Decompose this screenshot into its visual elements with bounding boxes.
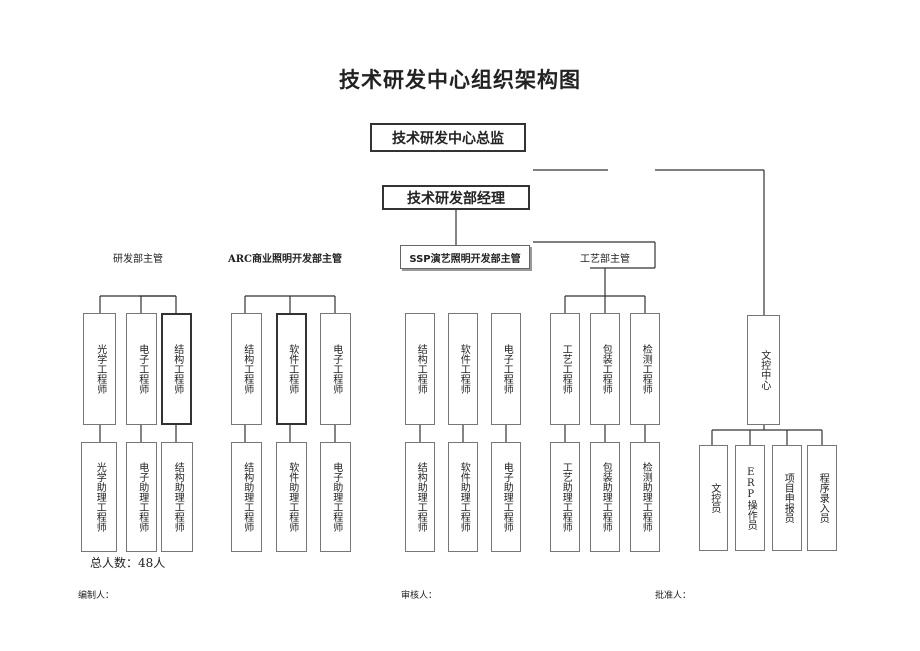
role-label: 电子工程师: [501, 344, 513, 394]
group-label-process: 工艺部主管: [580, 254, 630, 265]
role-label: 结构工程师: [241, 344, 253, 394]
assist-role-label: 结构助理工程师: [241, 462, 253, 532]
role-label: 结构工程师: [171, 344, 183, 394]
assist-role-box: 检测助理工程师: [630, 442, 660, 552]
role-box: 结构工程师: [405, 313, 435, 425]
assist-role-label: 电子助理工程师: [501, 462, 513, 532]
role-box: 电子工程师: [320, 313, 351, 425]
assist-role-label: 检测助理工程师: [640, 462, 652, 532]
role-box: 电子工程师: [491, 313, 521, 425]
role-label: 电子工程师: [330, 344, 342, 394]
assist-role-label: 软件助理工程师: [458, 462, 470, 532]
group-label-arc: ARC商业照明开发部主管: [227, 254, 343, 265]
role-label: 检测工程师: [640, 344, 652, 394]
approved-by-label: 批准人：: [655, 591, 692, 601]
assist-role-box: 光学助理工程师: [81, 442, 117, 552]
doc-staff-label: 项目申报员: [782, 473, 794, 523]
doc-staff-label: ERP操作员: [745, 466, 757, 530]
assist-role-box: 软件助理工程师: [276, 442, 307, 552]
director-box: 技术研发中心总监: [370, 123, 526, 152]
assist-role-label: 软件助理工程师: [286, 462, 298, 532]
role-label: 结构工程师: [415, 344, 427, 394]
doc-staff-box: 程序录入员: [807, 445, 837, 551]
reviewed-by-label: 审核人：: [401, 591, 438, 601]
assist-role-box: 电子助理工程师: [126, 442, 157, 552]
doc-staff-box: 文控员: [699, 445, 728, 551]
assist-role-box: 结构助理工程师: [161, 442, 193, 552]
group-label-ssp: SSP演艺照明开发部主管: [400, 245, 530, 269]
role-box: 检测工程师: [630, 313, 660, 425]
assist-role-label: 结构助理工程师: [415, 462, 427, 532]
doc-staff-box: ERP操作员: [735, 445, 765, 551]
assist-role-box: 软件助理工程师: [448, 442, 478, 552]
manager-box: 技术研发部经理: [382, 185, 530, 210]
doc-staff-label: 文控员: [708, 483, 720, 513]
role-label: 光学工程师: [94, 344, 106, 394]
role-box: 光学工程师: [83, 313, 116, 425]
role-box: 工艺工程师: [550, 313, 580, 425]
doc-center-box: 文控中心: [747, 315, 780, 425]
assist-role-label: 光学助理工程师: [94, 462, 106, 532]
role-label: 软件工程师: [458, 344, 470, 394]
total-headcount: 总人数：48人: [90, 556, 166, 570]
assist-role-box: 电子助理工程师: [320, 442, 351, 552]
doc-center-label: 文控中心: [758, 350, 770, 390]
assist-role-box: 结构助理工程师: [405, 442, 435, 552]
assist-role-label: 结构助理工程师: [172, 462, 184, 532]
assist-role-label: 工艺助理工程师: [560, 462, 572, 532]
chart-title: 技术研发中心组织架构图: [339, 68, 581, 92]
role-box: 结构工程师: [161, 313, 192, 425]
role-label: 电子工程师: [136, 344, 148, 394]
role-box: 软件工程师: [448, 313, 478, 425]
role-box: 结构工程师: [231, 313, 262, 425]
assist-role-label: 电子助理工程师: [136, 462, 148, 532]
assist-role-label: 包装助理工程师: [600, 462, 612, 532]
group-label-rnd: 研发部主管: [113, 254, 163, 265]
assist-role-box: 包装助理工程师: [590, 442, 620, 552]
assist-role-box: 电子助理工程师: [491, 442, 521, 552]
assist-role-box: 工艺助理工程师: [550, 442, 580, 552]
role-box: 电子工程师: [126, 313, 157, 425]
role-box: 包装工程师: [590, 313, 620, 425]
role-label: 包装工程师: [600, 344, 612, 394]
doc-staff-box: 项目申报员: [772, 445, 802, 551]
prepared-by-label: 编制人：: [78, 591, 115, 601]
role-label: 软件工程师: [286, 344, 298, 394]
assist-role-label: 电子助理工程师: [330, 462, 342, 532]
assist-role-box: 结构助理工程师: [231, 442, 262, 552]
role-box: 软件工程师: [276, 313, 307, 425]
role-label: 工艺工程师: [560, 344, 572, 394]
doc-staff-label: 程序录入员: [817, 473, 829, 523]
